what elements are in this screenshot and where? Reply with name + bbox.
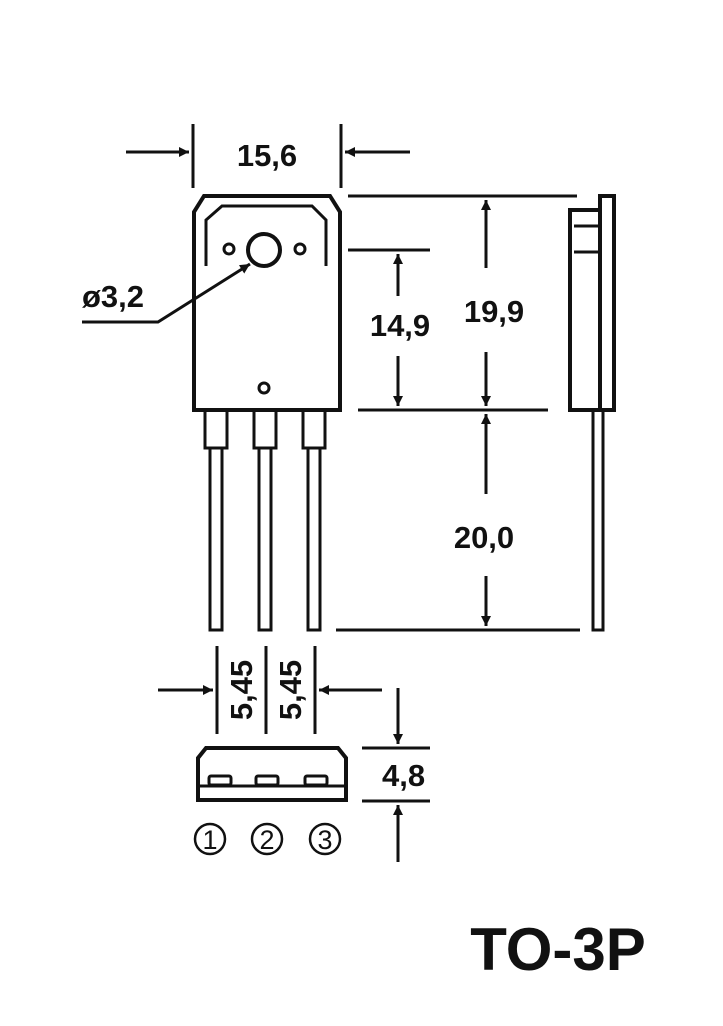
bottom-lead-2 bbox=[254, 774, 280, 787]
leads-front bbox=[203, 408, 327, 632]
lead-2 bbox=[257, 446, 273, 632]
package-body-front bbox=[192, 194, 342, 412]
mounting-hole bbox=[246, 232, 282, 268]
label-pitch-right: 5,45 bbox=[273, 660, 308, 720]
pin-3-number: 3 bbox=[317, 825, 332, 855]
label-thickness: 4,8 bbox=[382, 758, 425, 793]
pin-1-number: 1 bbox=[202, 825, 217, 855]
pin-numbers: 1 2 3 bbox=[193, 822, 342, 856]
dim-pitch bbox=[158, 646, 382, 734]
pin-3-circle bbox=[308, 822, 342, 856]
extension-lines bbox=[336, 194, 580, 632]
side-body bbox=[568, 208, 602, 412]
bottom-lead-1 bbox=[207, 774, 233, 787]
tab-inner-outline bbox=[204, 204, 328, 266]
label-lead-length: 20,0 bbox=[454, 520, 514, 555]
side-tab bbox=[598, 194, 616, 412]
lead-2-shoulder bbox=[252, 408, 278, 450]
dim-thickness bbox=[362, 688, 430, 862]
lead-3-shoulder bbox=[301, 408, 327, 450]
side-tab-step bbox=[574, 224, 600, 254]
small-hole-left bbox=[222, 242, 236, 256]
label-pitch-left: 5,45 bbox=[224, 660, 259, 720]
dim-hole-diameter bbox=[82, 262, 251, 324]
body-outline bbox=[192, 194, 342, 412]
bottom-outline bbox=[196, 746, 348, 802]
label-body-height: 19,9 bbox=[464, 294, 524, 329]
small-hole-right bbox=[293, 242, 307, 256]
dim-body-width bbox=[126, 124, 410, 188]
package-bottom-view bbox=[196, 746, 348, 802]
lead-3 bbox=[306, 446, 322, 632]
package-body-side bbox=[568, 194, 616, 632]
label-hole-diameter: ø3,2 bbox=[82, 279, 144, 314]
label-body-width: 15,6 bbox=[237, 138, 297, 173]
small-hole-bottom bbox=[257, 381, 271, 395]
pin-1-circle bbox=[193, 822, 227, 856]
lead-1 bbox=[208, 446, 224, 632]
package-name: TO-3P bbox=[470, 916, 646, 983]
side-lead bbox=[591, 408, 605, 632]
bottom-lead-3 bbox=[303, 774, 329, 787]
label-hole-to-bottom: 14,9 bbox=[370, 308, 430, 343]
lead-1-shoulder bbox=[203, 408, 229, 450]
pin-2-circle bbox=[250, 822, 284, 856]
pin-2-number: 2 bbox=[259, 825, 274, 855]
